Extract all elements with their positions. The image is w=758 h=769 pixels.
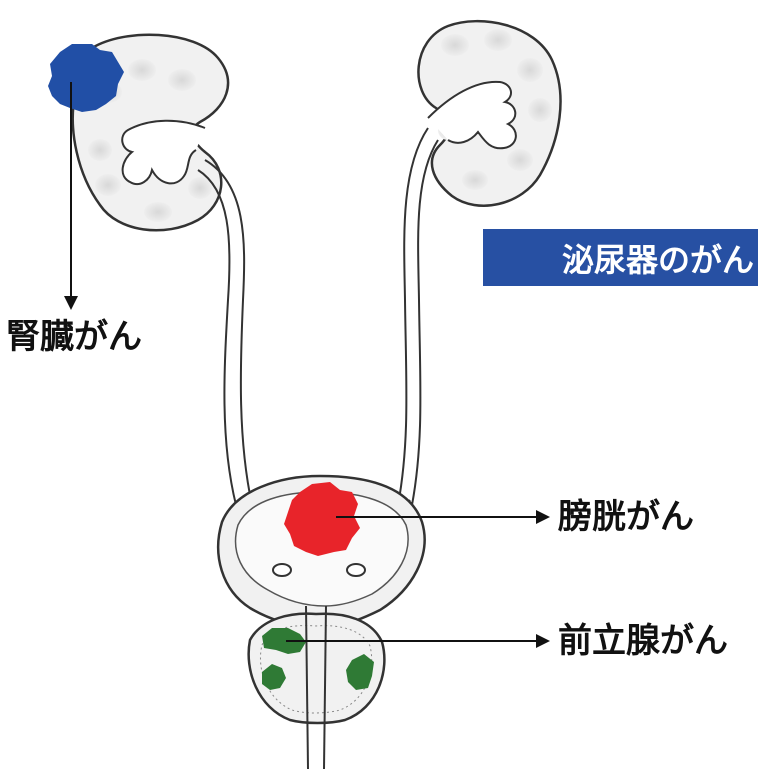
prostate-cancer-label: 前立腺がん	[558, 621, 728, 661]
pointer-arrows	[64, 82, 550, 648]
prostate-tumors	[262, 628, 374, 690]
title-badge: 泌尿器のがん	[561, 240, 754, 279]
bladder-tumor	[284, 482, 360, 556]
title-badge-bg	[483, 229, 758, 286]
kidney-cancer-label: 腎臓がん	[6, 317, 142, 357]
urethra	[305, 605, 327, 769]
right-kidney	[417, 19, 562, 207]
bladder-cancer-label: 膀胱がん	[558, 497, 694, 537]
kidney-tumor	[48, 44, 124, 112]
